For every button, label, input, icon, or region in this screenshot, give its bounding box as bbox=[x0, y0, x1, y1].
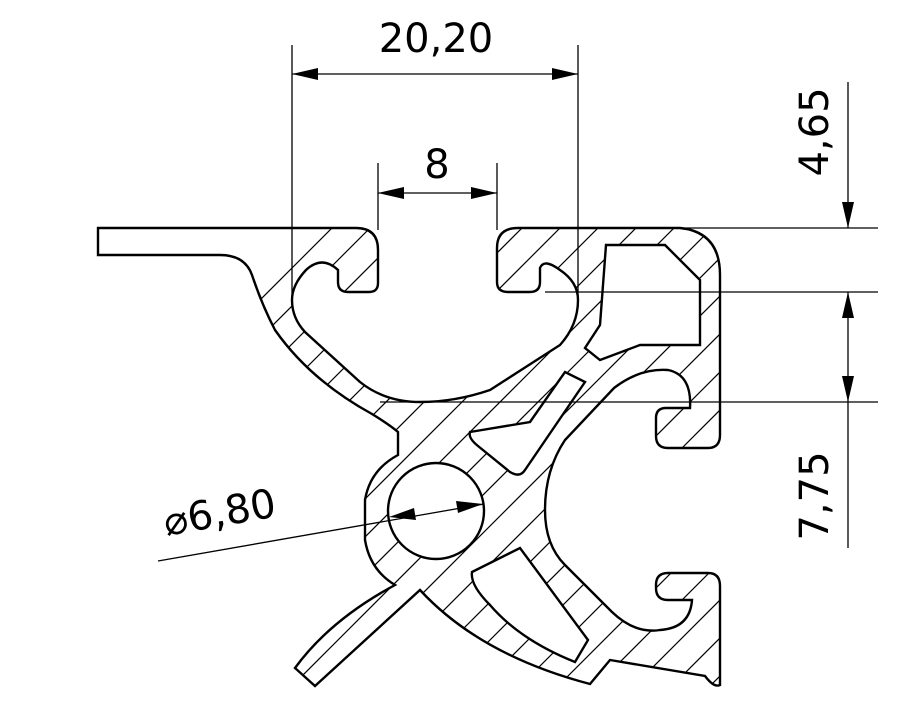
hatch-line bbox=[98, 228, 720, 686]
hatch-line bbox=[98, 228, 713, 686]
bore-fill bbox=[388, 463, 484, 559]
hatch-line bbox=[98, 228, 720, 686]
upper-right-cavity bbox=[583, 243, 702, 362]
hatch-line bbox=[597, 228, 720, 686]
arrow-middle-down bbox=[842, 376, 854, 402]
hatch-line bbox=[98, 228, 675, 686]
arrow-2020-left bbox=[292, 68, 318, 80]
hatch-line bbox=[635, 228, 720, 686]
outer-contour bbox=[96, 226, 722, 688]
hatch-line bbox=[826, 0, 911, 726]
arrowheads bbox=[292, 68, 854, 520]
hatch-line bbox=[521, 228, 720, 686]
arrow-2020-right bbox=[552, 68, 578, 80]
cavity-fill bbox=[585, 245, 700, 360]
arrow-middle-up bbox=[842, 292, 854, 318]
hatch-line bbox=[217, 228, 720, 686]
arrow-8-left bbox=[378, 187, 404, 199]
arrow-bore-right bbox=[456, 501, 483, 513]
hatch-line bbox=[103, 228, 720, 686]
arrow-465-down bbox=[842, 202, 854, 228]
hatch-line bbox=[559, 228, 720, 686]
lower-pocket bbox=[470, 546, 590, 664]
dimension-label-diameter: ⌀6,80 bbox=[160, 481, 279, 546]
arrow-bore-left bbox=[389, 508, 416, 520]
hatch-line bbox=[369, 228, 720, 686]
dimension-label-465: 4,65 bbox=[792, 87, 838, 176]
arrow-8-right bbox=[471, 187, 497, 199]
cavity-fill bbox=[471, 548, 588, 662]
hatch-line bbox=[902, 0, 911, 726]
center-bore bbox=[386, 461, 486, 561]
hatch-line bbox=[98, 228, 561, 686]
dimension-label-8: 8 bbox=[424, 142, 449, 188]
dimension-label-2020: 20,20 bbox=[379, 16, 494, 62]
hatch-line bbox=[98, 228, 720, 686]
profile-outline bbox=[96, 226, 722, 688]
diameter-leader-line bbox=[157, 503, 485, 562]
dimension-label-775: 7,75 bbox=[792, 451, 838, 540]
hatch-line bbox=[483, 228, 720, 686]
hatch-line bbox=[864, 0, 911, 726]
center-pocket bbox=[468, 370, 587, 476]
